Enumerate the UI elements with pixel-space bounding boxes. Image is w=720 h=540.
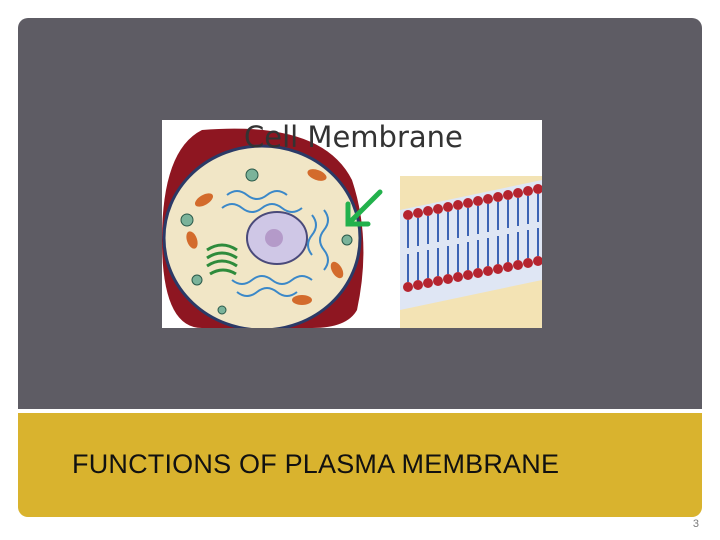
lipid-bilayer-illustration xyxy=(400,180,542,310)
vesicles xyxy=(180,168,353,315)
figure-svg xyxy=(162,128,542,328)
mitochondria xyxy=(186,169,344,305)
slide-title: FUNCTIONS OF PLASMA MEMBRANE xyxy=(72,449,560,479)
title-band: FUNCTIONS OF PLASMA MEMBRANE xyxy=(18,413,702,517)
cell-membrane-figure: Cell Membrane xyxy=(162,120,542,328)
figure-caption: Cell Membrane xyxy=(244,120,463,154)
endoplasmic-reticulum xyxy=(221,190,329,297)
golgi-apparatus xyxy=(206,243,238,276)
nucleolus xyxy=(265,229,283,247)
arrow-icon xyxy=(345,189,383,227)
slide-number: 3 xyxy=(692,518,699,530)
